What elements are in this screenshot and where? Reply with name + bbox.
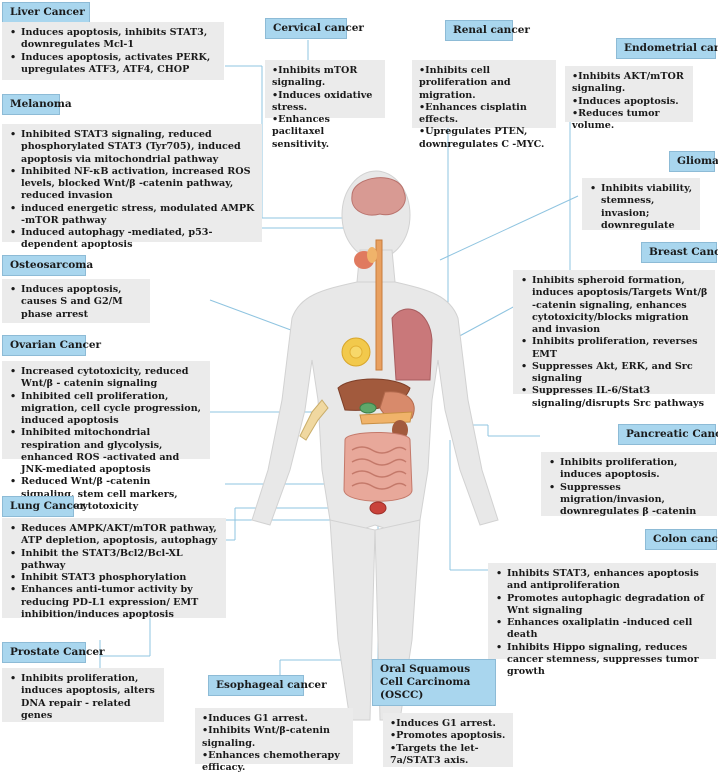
list-item: Induces G1 arrest.: [202, 713, 346, 725]
list-item: Inhibit the STAT3/Bcl2/Bcl-XL pathway: [10, 548, 219, 573]
glioma-effects: Inhibits viability, stemness, invasion; …: [582, 178, 700, 232]
list-item: Inhibits proliferation, induces apoptosi…: [10, 673, 157, 722]
colon-cancer-header: Colon cancer: [645, 529, 718, 551]
renal-cancer-effects: Inhibits cell proliferation and migratio…: [412, 60, 556, 150]
list-item: Inhibited NF-κB activation, increased RO…: [10, 166, 255, 203]
list-item: Reduced Wnt/β -catenin signaling, stem c…: [10, 476, 203, 513]
list-item: Suppresses Akt, ERK, and Src signaling: [521, 361, 708, 386]
list-item: Induced autophagy -mediated, p53-depende…: [10, 227, 255, 252]
list-item: Inhibits spheroid formation, induces apo…: [521, 275, 708, 336]
list-item: Induces apoptosis, causes S and G2/M pha…: [10, 284, 143, 321]
list-item: Suppresses IL-6/Stat3 signaling/disrupts…: [521, 385, 708, 410]
list-item: Inhibits cell proliferation and migratio…: [419, 65, 549, 102]
breast-cancer-header: Breast Cancer: [641, 242, 718, 264]
list-item: Inhibits STAT3, enhances apoptosis and a…: [496, 568, 709, 593]
list-item: Inhibited cell proliferation, migration,…: [10, 391, 203, 428]
list-item: Inhibited mitochondrial respiration and …: [10, 427, 203, 476]
list-item: Induces G1 arrest.: [390, 718, 506, 730]
oscc-effects: Induces G1 arrest. Promotes apoptosis. T…: [383, 713, 513, 767]
osteosarcoma-header: Osteosarcoma: [2, 255, 93, 277]
list-item: Inhibit STAT3 phosphorylation: [10, 572, 219, 585]
list-item: Enhances anti-tumor activity by reducing…: [10, 584, 219, 621]
breast-cancer-effects: Inhibits spheroid formation, induces apo…: [513, 270, 715, 409]
list-item: Inhibits proliferation, induces apoptosi…: [549, 457, 710, 482]
melanoma-effects: Inhibited STAT3 signaling, reduced phosp…: [2, 124, 262, 250]
esophageal-cancer-effects: Induces G1 arrest. Inhibits Wnt/β-cateni…: [195, 708, 353, 773]
list-item: Promotes apoptosis.: [390, 730, 506, 742]
list-item: Targets the let-7a/STAT3 axis.: [390, 743, 506, 768]
list-item: Inhibits Wnt/β-catenin signaling.: [202, 725, 346, 750]
list-item: induced energetic stress, modulated AMPK…: [10, 203, 255, 228]
list-item: Reduces tumor volume.: [572, 108, 686, 133]
renal-cancer-header: Renal cancer: [445, 20, 530, 42]
osteosarcoma-effects: Induces apoptosis, causes S and G2/M pha…: [2, 279, 150, 323]
melanoma-header: Melanoma: [2, 94, 72, 116]
liver-cancer-effects: Induces apoptosis, inhibits STAT3, downr…: [2, 22, 224, 80]
prostate-cancer-header: Prostate Cancer: [2, 642, 105, 664]
list-item: Induces apoptosis.: [572, 96, 686, 108]
ovarian-cancer-effects: Increased cytotoxicity, reduced Wnt/β - …: [2, 361, 210, 512]
list-item: Inhibits AKT/mTOR signaling.: [572, 71, 686, 96]
list-item: Inhibits mTOR signaling.: [272, 65, 378, 90]
list-item: Induces apoptosis, activates PERK, upreg…: [10, 52, 217, 77]
esophageal-cancer-header: Esophageal cancer: [208, 675, 327, 697]
list-item: Enhances cisplatin effects.: [419, 102, 549, 127]
list-item: Promotes autophagic degradation of Wnt s…: [496, 593, 709, 618]
lung-cancer-header: Lung Cancer: [2, 496, 85, 518]
ovarian-cancer-header: Ovarian Cancer: [2, 335, 101, 357]
list-item: Inhibited STAT3 signaling, reduced phosp…: [10, 129, 255, 166]
list-item: Induces oxidative stress.: [272, 90, 378, 115]
endometrial-cancer-header: Endometrial cancer: [616, 38, 718, 60]
list-item: Upregulates PTEN, downregulates C -MYC.: [419, 126, 549, 151]
oscc-header: Oral Squamous Cell Carcinoma (OSCC): [372, 659, 496, 707]
pancreatic-cancer-effects: Inhibits proliferation, induces apoptosi…: [541, 452, 717, 519]
list-item: Suppresses migration/invasion, downregul…: [549, 482, 710, 519]
endometrial-cancer-effects: Inhibits AKT/mTOR signaling. Induces apo…: [565, 66, 693, 131]
lung-cancer-effects: Reduces AMPK/AKT/mTOR pathway, ATP deple…: [2, 518, 226, 621]
cervical-cancer-effects: Inhibits mTOR signaling. Induces oxidati…: [265, 60, 385, 150]
list-item: Enhances paclitaxel sensitivity.: [272, 114, 378, 151]
list-item: Increased cytotoxicity, reduced Wnt/β - …: [10, 366, 203, 391]
list-item: Inhibits Hippo signaling, reduces cancer…: [496, 642, 709, 679]
list-item: Inhibits proliferation, reverses EMT: [521, 336, 708, 361]
list-item: Inhibits viability, stemness, invasion; …: [590, 183, 693, 232]
liver-cancer-header: Liver Cancer: [2, 2, 90, 24]
prostate-cancer-effects: Inhibits proliferation, induces apoptosi…: [2, 668, 164, 722]
list-item: Enhances chemotherapy efficacy.: [202, 750, 346, 774]
colon-cancer-effects: Inhibits STAT3, enhances apoptosis and a…: [488, 563, 716, 677]
list-item: Reduces AMPK/AKT/mTOR pathway, ATP deple…: [10, 523, 219, 548]
pancreatic-cancer-header: Pancreatic Cancer: [618, 424, 718, 446]
glioma-header: Glioma: [669, 151, 718, 173]
cervical-cancer-header: Cervical cancer: [265, 18, 364, 40]
list-item: Enhances oxaliplatin -induced cell death: [496, 617, 709, 642]
list-item: Induces apoptosis, inhibits STAT3, downr…: [10, 27, 217, 52]
